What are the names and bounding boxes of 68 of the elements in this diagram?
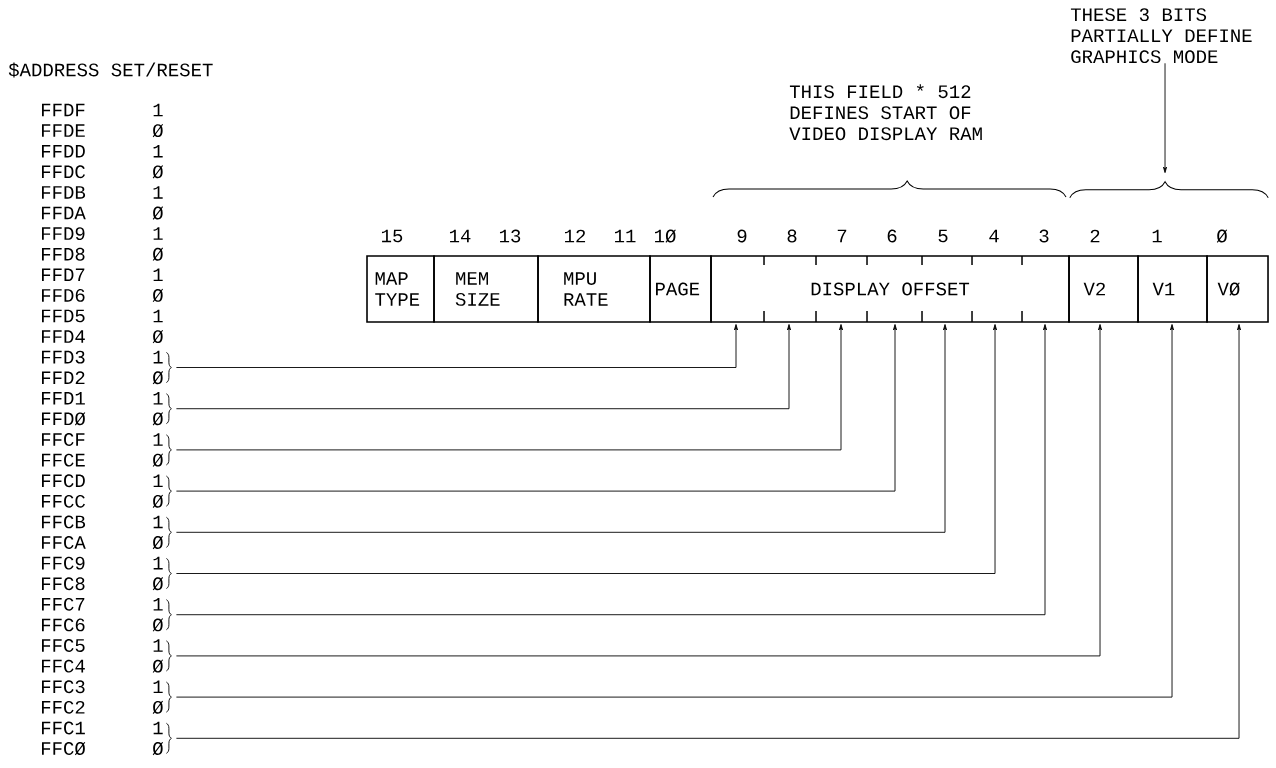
bit-value: Ø	[152, 288, 164, 303]
register-field: DISPLAY OFFSET	[710, 255, 1070, 323]
address-pair: FFCB 1 FFCA Ø	[42, 515, 164, 550]
register-field: MEM SIZE	[433, 255, 539, 323]
bit-number: Ø	[1216, 229, 1228, 243]
address: FFDF	[42, 103, 85, 117]
arrow	[175, 324, 1174, 698]
address-pair: FFCF 1 FFCE Ø	[42, 433, 164, 467]
address: FFDE	[42, 124, 85, 137]
bit-number: 13	[500, 229, 521, 243]
bit-number: 15	[382, 229, 403, 243]
address: FFDC	[42, 165, 85, 179]
register-field: V2	[1068, 255, 1139, 323]
address: FFDB	[42, 186, 86, 199]
brace	[1069, 181, 1269, 199]
register-field: MAP TYPE	[366, 255, 435, 323]
arrow	[175, 324, 1241, 739]
register-field: VØ	[1206, 255, 1269, 323]
address-pair: FFCD 1 FFCC Ø	[42, 474, 164, 508]
address-pair: FFD1 1 FFDØ Ø	[42, 391, 164, 426]
arrow	[175, 324, 1102, 657]
bit-value: 1	[153, 309, 163, 323]
address: FFD7	[42, 268, 85, 282]
bit-value: Ø	[152, 247, 164, 261]
heading: $ADDRESS SET/RESET	[8, 62, 213, 78]
arrow	[175, 324, 897, 492]
bit-number: 2	[1090, 229, 1100, 243]
address: FFD6	[42, 288, 85, 302]
address-pair: FFC3 1 FFC2 Ø	[42, 680, 164, 714]
bit-value: Ø	[152, 123, 164, 138]
address-pair: FFC1 1 FFCØ Ø	[42, 721, 164, 756]
arrow	[175, 324, 1047, 616]
bit-value: 1	[153, 144, 163, 158]
register-field: V1	[1137, 255, 1208, 323]
arrow	[175, 324, 997, 574]
address: FFDD	[42, 144, 85, 158]
arrow	[175, 324, 791, 410]
register-field: MPU RATE	[537, 255, 651, 323]
arrow	[175, 324, 843, 451]
bit-number: 9	[737, 229, 747, 243]
arrow	[1163, 62, 1167, 174]
bit-value: 1	[153, 268, 163, 282]
register-field: PAGE	[649, 255, 712, 323]
bit-number: 11	[615, 229, 636, 243]
bit-value: Ø	[152, 165, 164, 179]
bit-number: 1	[1152, 229, 1162, 243]
address: FFD8	[42, 247, 85, 261]
bit-number: 3	[1039, 229, 1049, 243]
address-pair: FFD3 1 FFD2 Ø	[42, 350, 164, 385]
address-pair: FFC9 1 FFC8 Ø	[42, 556, 164, 591]
bit-number: 1Ø	[655, 229, 676, 243]
address-pair: FFC5 1 FFC4 Ø	[42, 639, 164, 673]
bit-value: Ø	[152, 330, 164, 344]
address-pair: FFC7 1 FFC6 Ø	[42, 597, 164, 632]
address: FFDA	[42, 206, 86, 220]
note-text: THIS FIELD * 512 DEFINES START OF VIDEO DISPLAY RAM	[789, 84, 982, 141]
arrow	[175, 324, 947, 533]
address: FFD9	[42, 227, 85, 241]
bit-value: Ø	[152, 206, 164, 220]
address: FFD4	[42, 330, 85, 343]
address: FFD5	[42, 309, 85, 323]
bit-number: 14	[450, 229, 471, 243]
bit-value: 1	[153, 103, 163, 117]
arrow	[175, 324, 738, 368]
bit-number: 12	[565, 229, 586, 243]
note-text: THESE 3 BITS PARTIALLY DEFINE GRAPHICS MODE	[1070, 8, 1252, 64]
bit-value: 1	[153, 186, 163, 199]
bit-value: 1	[153, 227, 163, 240]
